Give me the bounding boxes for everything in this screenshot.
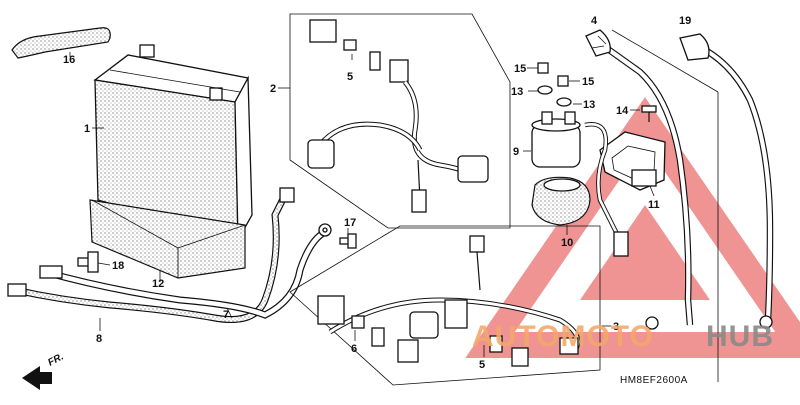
watermark-triangle <box>465 97 800 358</box>
watermark-text-left: AUTOMOTO <box>472 320 654 353</box>
label-5-upper: 5 <box>347 71 353 83</box>
cable-8 <box>7 187 295 323</box>
front-direction-arrow <box>22 366 52 390</box>
label-3: 3 <box>613 321 619 333</box>
starter-cable-4 <box>585 29 694 330</box>
label-10: 10 <box>561 237 573 249</box>
label-7: 7 <box>223 309 229 321</box>
sub-harness-frame <box>289 13 511 229</box>
bolt-18 <box>77 251 99 273</box>
main-harness-frame <box>289 225 601 386</box>
part-number-labels: 1 2 3 4 5 5 6 7 8 9 10 11 12 13 13 14 15… <box>63 15 691 371</box>
label-15-left: 15 <box>514 63 526 75</box>
starter-relay <box>531 111 581 168</box>
label-11: 11 <box>648 199 660 211</box>
washer-13-left <box>537 85 553 95</box>
label-1: 1 <box>84 123 90 135</box>
label-19: 19 <box>679 15 691 27</box>
starter-cable-19 <box>679 33 774 329</box>
label-4: 4 <box>591 15 598 27</box>
nut-15-right <box>557 75 569 87</box>
bolt-17 <box>339 233 357 249</box>
label-16: 16 <box>63 54 75 66</box>
nut-15-left <box>537 62 549 74</box>
battery <box>93 44 253 243</box>
battery-strap <box>11 27 111 59</box>
leader-lines <box>92 54 655 357</box>
label-12: 12 <box>152 278 164 290</box>
battery-case <box>89 199 246 279</box>
label-13-right: 13 <box>583 99 595 111</box>
drawing-code: HM8EF2600A <box>620 375 688 386</box>
label-17: 17 <box>344 217 356 229</box>
label-15-right: 15 <box>582 76 594 88</box>
label-5-lower: 5 <box>479 359 485 371</box>
relay-cover <box>531 176 591 226</box>
relay-bracket <box>599 131 666 191</box>
direction-label: FR. <box>46 351 65 368</box>
relay-wire <box>584 122 629 257</box>
sub-harness <box>307 19 489 213</box>
label-2: 2 <box>270 83 276 95</box>
washer-13-right <box>556 97 572 107</box>
bolt-14 <box>641 105 657 122</box>
watermark-text-right: HUB <box>706 320 774 353</box>
watermark-text: AUTOMOTO HUB <box>472 320 774 353</box>
label-14: 14 <box>616 105 629 117</box>
label-6: 6 <box>351 343 357 355</box>
label-13-left: 13 <box>511 86 523 98</box>
cable-7 <box>39 223 332 319</box>
label-8: 8 <box>96 333 102 345</box>
label-9: 9 <box>513 146 519 158</box>
label-18: 18 <box>112 260 124 272</box>
main-harness <box>317 235 581 367</box>
